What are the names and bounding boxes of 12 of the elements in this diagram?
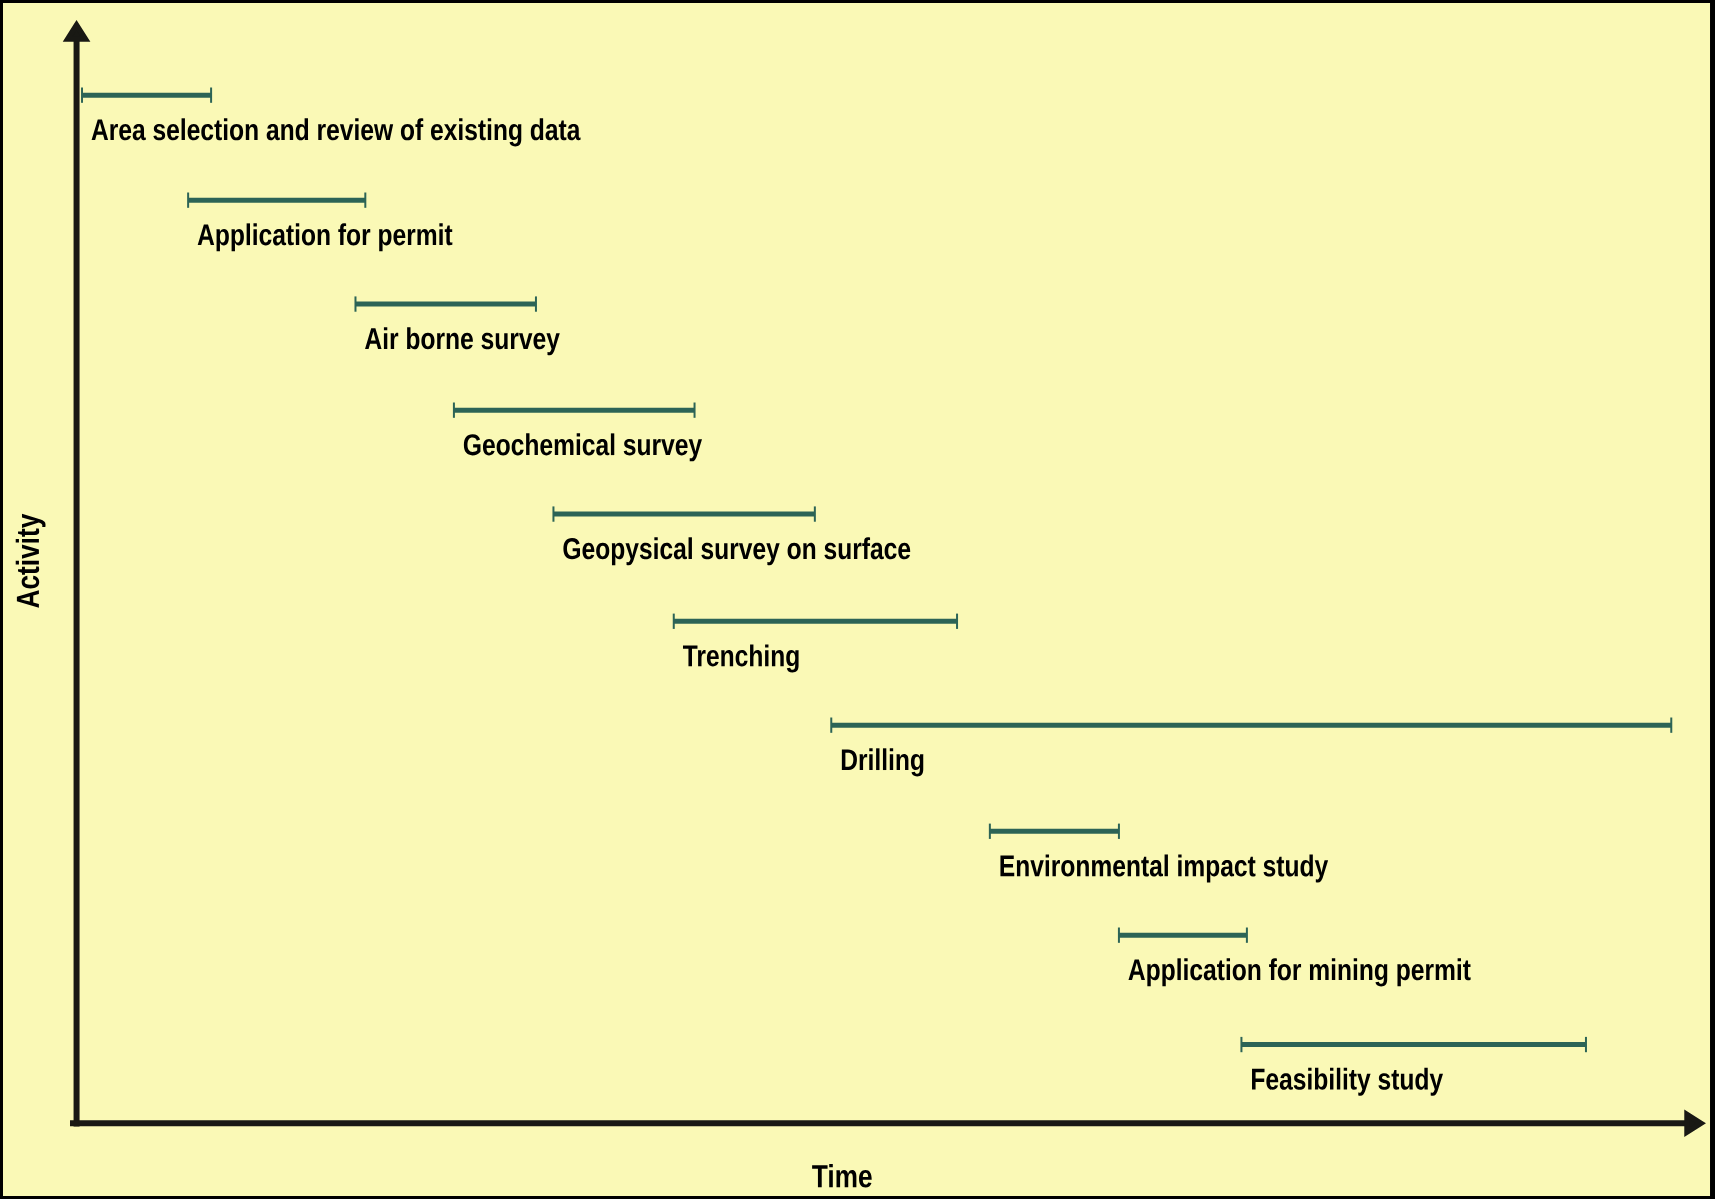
node-text: Air borne survey: [365, 327, 560, 356]
node-text: Drilling: [841, 748, 924, 777]
node-text: Application for permit: [197, 223, 453, 252]
node-text: Environmental impact study: [1000, 854, 1329, 883]
node-text: Geopysical survey on surface: [563, 537, 911, 566]
node-text: Trenching: [682, 644, 799, 673]
axis-label: Activity: [15, 513, 46, 608]
axis-label: Time: [812, 1164, 872, 1188]
node-text: Area selection and review of existing data: [91, 118, 581, 147]
node-text: Geochemical survey: [463, 433, 702, 462]
node-text: Application for mining permit: [1128, 958, 1471, 987]
node-text: Feasibility study: [1252, 1067, 1443, 1096]
